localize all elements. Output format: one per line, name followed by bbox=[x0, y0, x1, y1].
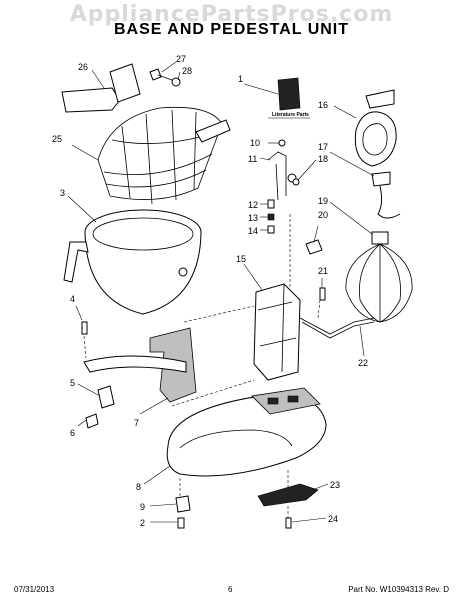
callout-8: 8 bbox=[136, 482, 141, 492]
callout-22: 22 bbox=[358, 358, 368, 368]
part-9-foot bbox=[175, 495, 191, 513]
part-4-pin bbox=[81, 321, 88, 335]
callout-2: 2 bbox=[140, 518, 145, 528]
footer-part-number: Part No. W10394313 Rev. D bbox=[348, 585, 449, 594]
part-10-11-pins bbox=[267, 139, 297, 201]
part-6-screw bbox=[85, 413, 99, 429]
leader-lines bbox=[67, 61, 375, 523]
part-24-screw bbox=[285, 517, 292, 529]
callout-3: 3 bbox=[60, 188, 65, 198]
part-15-pedestal-column bbox=[253, 283, 301, 381]
literature-parts-label: Literature Parts bbox=[272, 112, 309, 118]
footer-date: 07/31/2013 bbox=[14, 585, 55, 594]
part-19-wire-whip bbox=[345, 231, 413, 323]
part-7-bowl-support bbox=[83, 327, 197, 403]
part-16-flat-beater bbox=[354, 89, 397, 167]
callout-7: 7 bbox=[134, 418, 139, 428]
callout-19: 19 bbox=[318, 196, 328, 206]
part-25-bowl-guard bbox=[97, 107, 231, 205]
part-21-screw bbox=[319, 287, 326, 301]
part-2-screw bbox=[177, 517, 185, 529]
part-27-28-screw bbox=[149, 68, 181, 87]
part-5-bracket bbox=[97, 385, 115, 409]
callout-12: 12 bbox=[248, 200, 258, 210]
callout-23: 23 bbox=[330, 480, 340, 490]
page-title: BASE AND PEDESTAL UNIT bbox=[113, 21, 350, 38]
callout-9: 9 bbox=[140, 502, 145, 512]
callout-15: 15 bbox=[236, 254, 246, 264]
callout-numbers: 1 2 3 4 5 6 7 8 9 10 11 12 13 14 15 16 1… bbox=[52, 54, 368, 528]
part-12-14-fasteners bbox=[267, 199, 275, 234]
callout-5: 5 bbox=[70, 378, 75, 388]
callout-24: 24 bbox=[328, 514, 338, 524]
callout-28: 28 bbox=[182, 66, 192, 76]
callout-4: 4 bbox=[70, 294, 75, 304]
callout-27: 27 bbox=[176, 54, 186, 64]
callout-11: 11 bbox=[248, 154, 257, 164]
part-22-handle bbox=[299, 317, 375, 339]
callout-14: 14 bbox=[248, 226, 258, 236]
callout-17: 17 bbox=[318, 142, 328, 152]
watermark: AppliancePartsPros.com bbox=[69, 2, 394, 27]
footer-page-number: 6 bbox=[228, 585, 233, 594]
part-1-literature: Literature Parts bbox=[268, 77, 310, 119]
callout-1: 1 bbox=[238, 74, 243, 84]
part-8-base bbox=[166, 387, 327, 477]
assembly-lines bbox=[83, 214, 321, 518]
part-20-bearing bbox=[305, 239, 323, 255]
part-26-pour-shield bbox=[61, 63, 141, 113]
callout-13: 13 bbox=[248, 213, 258, 223]
callout-16: 16 bbox=[318, 100, 328, 110]
callout-10: 10 bbox=[250, 138, 260, 148]
callout-18: 18 bbox=[318, 154, 328, 164]
callout-20: 20 bbox=[318, 210, 328, 220]
part-23-bottom-plate bbox=[257, 483, 319, 507]
callout-25: 25 bbox=[52, 134, 62, 144]
part-17-dough-hook bbox=[292, 171, 401, 219]
callout-6: 6 bbox=[70, 428, 75, 438]
callout-26: 26 bbox=[78, 62, 88, 72]
callout-21: 21 bbox=[318, 266, 328, 276]
part-3-mixing-bowl bbox=[63, 209, 202, 315]
